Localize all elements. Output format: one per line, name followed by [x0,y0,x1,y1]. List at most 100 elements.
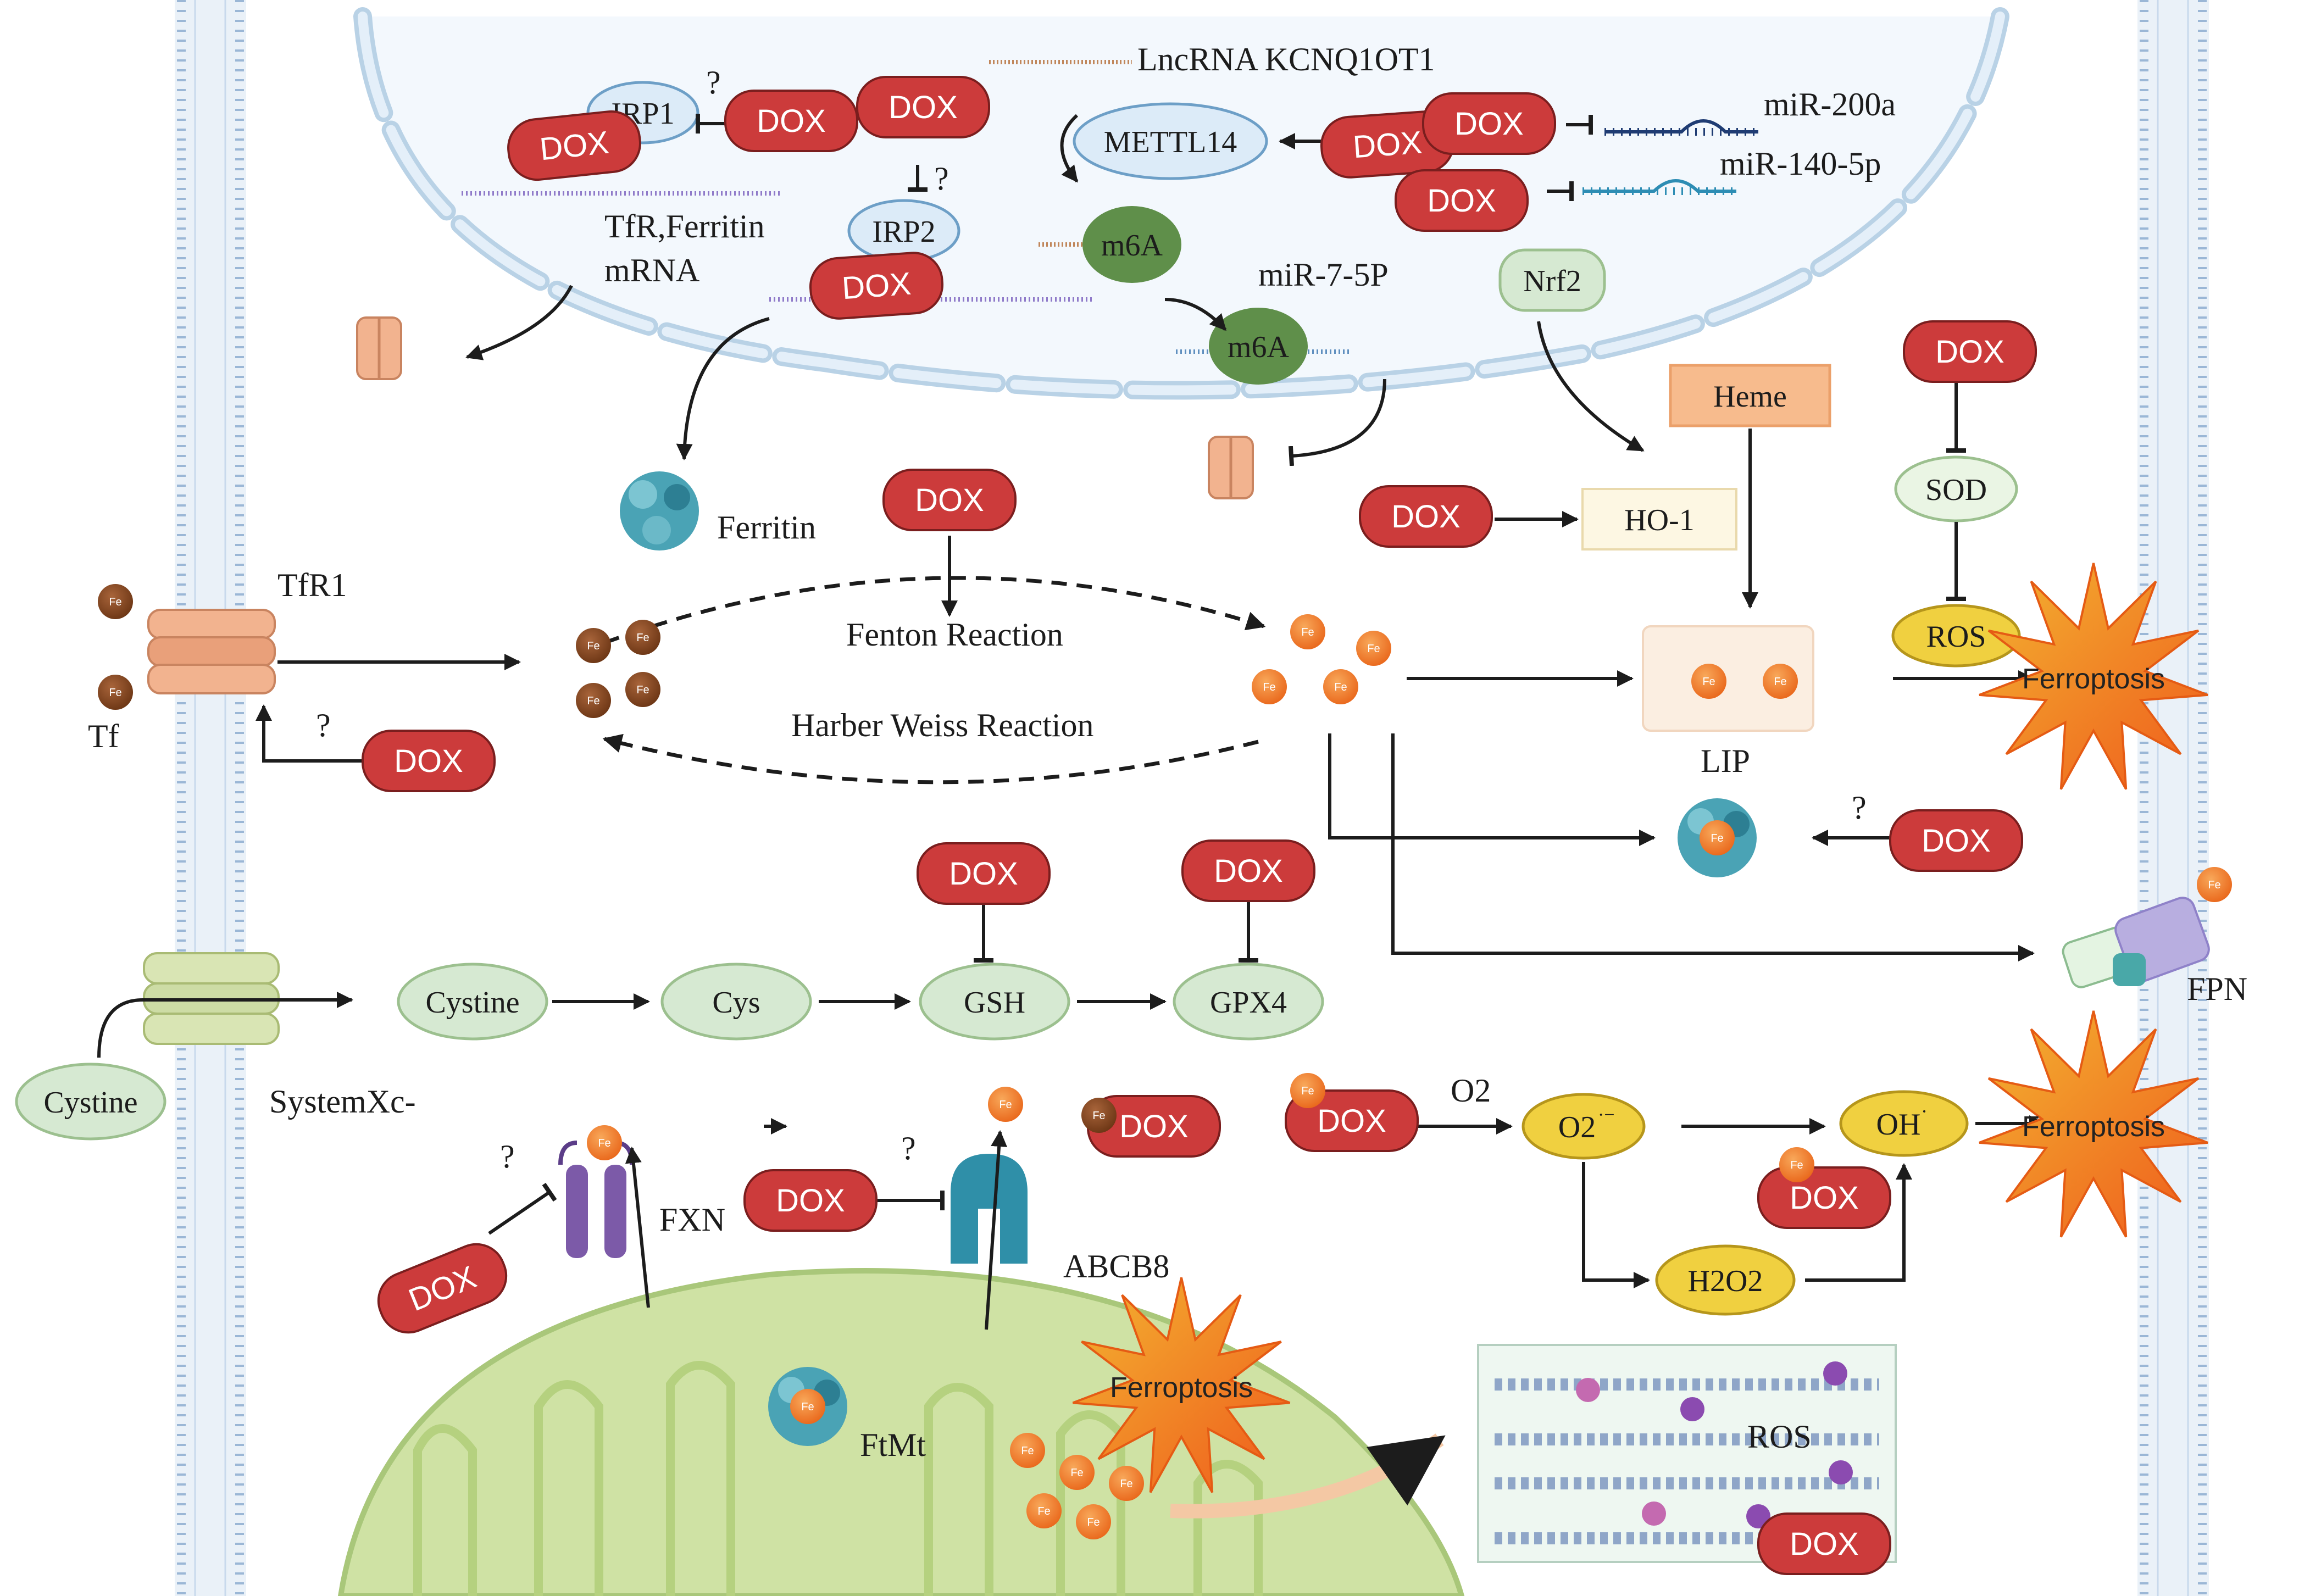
iron-ion: Fe [1691,664,1726,699]
iron-ion: Fe [2197,867,2232,902]
iron-ion: Fe [625,620,660,655]
svg-text:·−: ·− [1598,1105,1615,1125]
fpn-transporter [2062,897,2210,988]
svg-text:DOX: DOX [1790,1180,1859,1216]
hydroxyl-node: OH · [1839,1090,1969,1157]
iron-ion: Fe [98,584,133,619]
iron-ion: Fe [1076,1504,1111,1539]
question-fxn: ? [500,1138,515,1175]
plasma-membrane-left [175,0,246,1596]
dox-badge: DOX [1285,1089,1419,1152]
iron-ion: Fe [1323,669,1358,704]
mir200a-strand [1604,119,1758,136]
svg-text:Fe: Fe [636,684,649,696]
svg-text:DOX: DOX [1454,106,1524,142]
dox-badge: DOX [362,730,496,792]
iron-ion: Fe [587,1125,622,1160]
ferritin-cluster [620,471,699,550]
svg-text:Fe: Fe [1711,832,1723,844]
mir140-strand [1582,179,1736,195]
systemxc-label: SystemXc- [269,1083,416,1120]
svg-text:DOX: DOX [1935,334,2004,370]
iron-ion: Fe [1059,1455,1095,1490]
lncrna-label: LncRNA KCNQ1OT1 [1137,41,1435,77]
iron-ion: Fe [988,1087,1023,1122]
svg-text:Fe: Fe [801,1401,814,1413]
dox-badge: DOX [743,1169,878,1232]
tfr1-label: TfR1 [277,567,347,603]
cystine-outside: Cystine [15,1063,166,1141]
svg-text:Fe: Fe [1087,1516,1100,1528]
svg-text:Fe: Fe [598,1137,610,1149]
svg-text:Fe: Fe [1301,1085,1314,1097]
svg-text:DOX: DOX [915,482,984,518]
svg-text:Fe: Fe [1037,1505,1050,1517]
dox-badge: DOX [1889,809,2023,872]
dox-badge: DOX [507,110,641,181]
svg-text:Fe: Fe [636,632,649,644]
svg-text:Heme: Heme [1713,380,1787,414]
svg-text:DOX: DOX [394,743,463,779]
question-tf: ? [316,707,331,743]
iron-ion: Fe [1010,1433,1045,1468]
svg-text:Fe: Fe [1263,681,1275,693]
arrows [97,114,2046,1519]
svg-text:Fe: Fe [1021,1445,1034,1457]
dox-badge: DOX [1320,110,1455,179]
tf-label: Tf [88,718,119,754]
mettl14-node: METTL14 [1073,102,1268,180]
svg-text:DOX: DOX [1317,1103,1386,1139]
iron-ion: Fe [1252,669,1287,704]
tfr-ferritin-label: TfR,Ferritin [604,208,765,244]
ferroptosis-burst: Ferroptosis [1979,1010,2208,1238]
cys-node: Cys [660,963,812,1041]
svg-text:SOD: SOD [1925,473,1987,507]
svg-text:Cystine: Cystine [43,1086,137,1120]
svg-text:Fe: Fe [1301,626,1314,638]
o2-label: O2 [1451,1072,1491,1109]
svg-text:Fe: Fe [1120,1478,1132,1490]
question-lip-ferritin: ? [1852,789,1867,826]
dox-badge: DOX [809,252,944,320]
dox-badge: DOX [724,90,858,152]
svg-text:METTL14: METTL14 [1104,125,1237,159]
svg-text:HO-1: HO-1 [1624,503,1695,537]
abcb8-label: ABCB8 [1063,1248,1169,1284]
svg-text:Cys: Cys [712,986,760,1020]
inhibition-lines [488,114,1966,1235]
svg-text:Fe: Fe [587,640,599,652]
tfr-small-center [1208,436,1254,499]
svg-text:Fe: Fe [1092,1110,1105,1122]
svg-text:GPX4: GPX4 [1210,986,1287,1020]
m6a-node-2: m6A [1209,308,1308,385]
dox-badge: DOX [377,1243,508,1334]
svg-text:DOX: DOX [949,856,1018,892]
iron-ion: Fe [1779,1147,1814,1182]
svg-text:Fe: Fe [1367,643,1380,655]
svg-text:Fe: Fe [999,1099,1012,1111]
dox-badge: DOX [917,842,1051,905]
gsh-node: GSH [919,963,1070,1041]
mrna-label: mRNA [604,252,699,288]
dox-badge: DOX [1181,839,1315,902]
fpn-label: FPN [2187,971,2247,1007]
m6a-node-1: m6A [1082,206,1181,283]
svg-text:Cystine: Cystine [425,986,519,1020]
svg-text:DOX: DOX [776,1183,845,1219]
svg-text:Fe: Fe [2208,879,2220,891]
svg-text:Fe: Fe [1790,1159,1803,1171]
question-abcb8: ? [901,1130,916,1166]
iron-ion: Fe [576,628,611,663]
svg-text:m6A: m6A [1228,330,1290,364]
svg-text:·: · [1921,1100,1928,1122]
svg-text:ROS: ROS [1926,620,1986,654]
lip-label: LIP [1701,743,1750,779]
fenton-label: Fenton Reaction [846,616,1063,653]
iron-ion: Fe [576,683,611,718]
mir7-label: miR-7-5P [1258,257,1389,293]
svg-text:Fe: Fe [1774,676,1786,688]
svg-text:DOX: DOX [889,90,958,125]
